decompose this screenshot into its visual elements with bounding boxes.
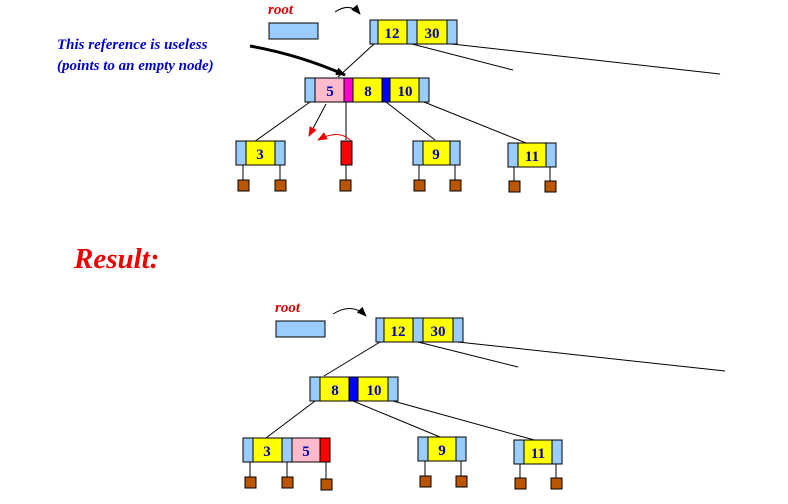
leaf-9-after: 9 — [417, 436, 468, 488]
result-label: Result: — [73, 243, 159, 275]
root-pointer-box-before — [268, 22, 319, 40]
leaf-11-after: 11 — [513, 439, 563, 490]
edge-internal-leaf9-before — [385, 101, 436, 141]
annotation-line-2: (points to an empty node) — [57, 58, 214, 74]
edge-internal-leaf35-after — [265, 400, 316, 439]
root-label-after: root — [275, 300, 301, 316]
internal-key-1-after: 8 — [331, 383, 339, 399]
root-arrow-after — [332, 306, 367, 317]
empty-node-child — [339, 179, 352, 192]
internal-key-2-after: 10 — [367, 383, 382, 399]
edge-internal-leaf3-before — [253, 101, 311, 143]
root-arrow-before — [334, 4, 361, 15]
root-node-after: 12 30 — [375, 317, 464, 343]
empty-node-before — [340, 140, 353, 166]
root-key-2-before: 30 — [425, 26, 440, 42]
leaf-9-key-after: 9 — [438, 443, 446, 459]
leaf-11-key-after: 11 — [531, 446, 545, 462]
leaf-11-key-before: 11 — [525, 149, 539, 165]
leaf-3-5-after: 3 5 — [242, 437, 333, 491]
root-node-before: 12 30 — [369, 19, 458, 45]
root-key-1-before: 12 — [385, 26, 400, 42]
leaf-11-before: 11 — [507, 142, 557, 193]
edge-internal-leaf9-after — [352, 400, 441, 438]
annotation-line-1: This reference is useless — [57, 37, 208, 53]
leaf-3-key-after: 3 — [263, 444, 271, 460]
red-curve-arrow — [317, 132, 353, 143]
internal-node-after: 8 10 — [309, 376, 399, 402]
edge-root-mid-after — [417, 341, 519, 368]
edge-root-right-before — [451, 43, 721, 75]
root-pointer-box-after — [275, 320, 326, 338]
leaf-9-key-before: 9 — [432, 147, 440, 163]
root-key-2-after: 30 — [431, 324, 446, 340]
edge-root-internal-before — [337, 43, 375, 78]
edge-internal-leaf11-before — [423, 101, 527, 144]
leaf-3-key-before: 3 — [256, 147, 264, 163]
internal-node-before: 5 8 10 — [304, 77, 430, 103]
edge-root-mid-before — [411, 43, 514, 71]
annotation-arrow — [249, 44, 346, 77]
root-key-1-after: 12 — [391, 324, 406, 340]
internal-key-2-before: 8 — [364, 84, 372, 100]
edge-root-right-after — [457, 341, 726, 372]
leaf-9-before: 9 — [412, 140, 462, 192]
root-label-before: root — [268, 2, 294, 18]
red-arrow-down — [308, 103, 327, 137]
internal-key-3-before: 10 — [398, 84, 413, 100]
edge-internal-leaf11-after — [392, 400, 539, 442]
leaf-5-key-after: 5 — [302, 444, 310, 460]
internal-key-1-before: 5 — [326, 84, 334, 100]
leaf-3-before: 3 — [235, 140, 287, 192]
edge-root-internal-after — [323, 341, 381, 377]
